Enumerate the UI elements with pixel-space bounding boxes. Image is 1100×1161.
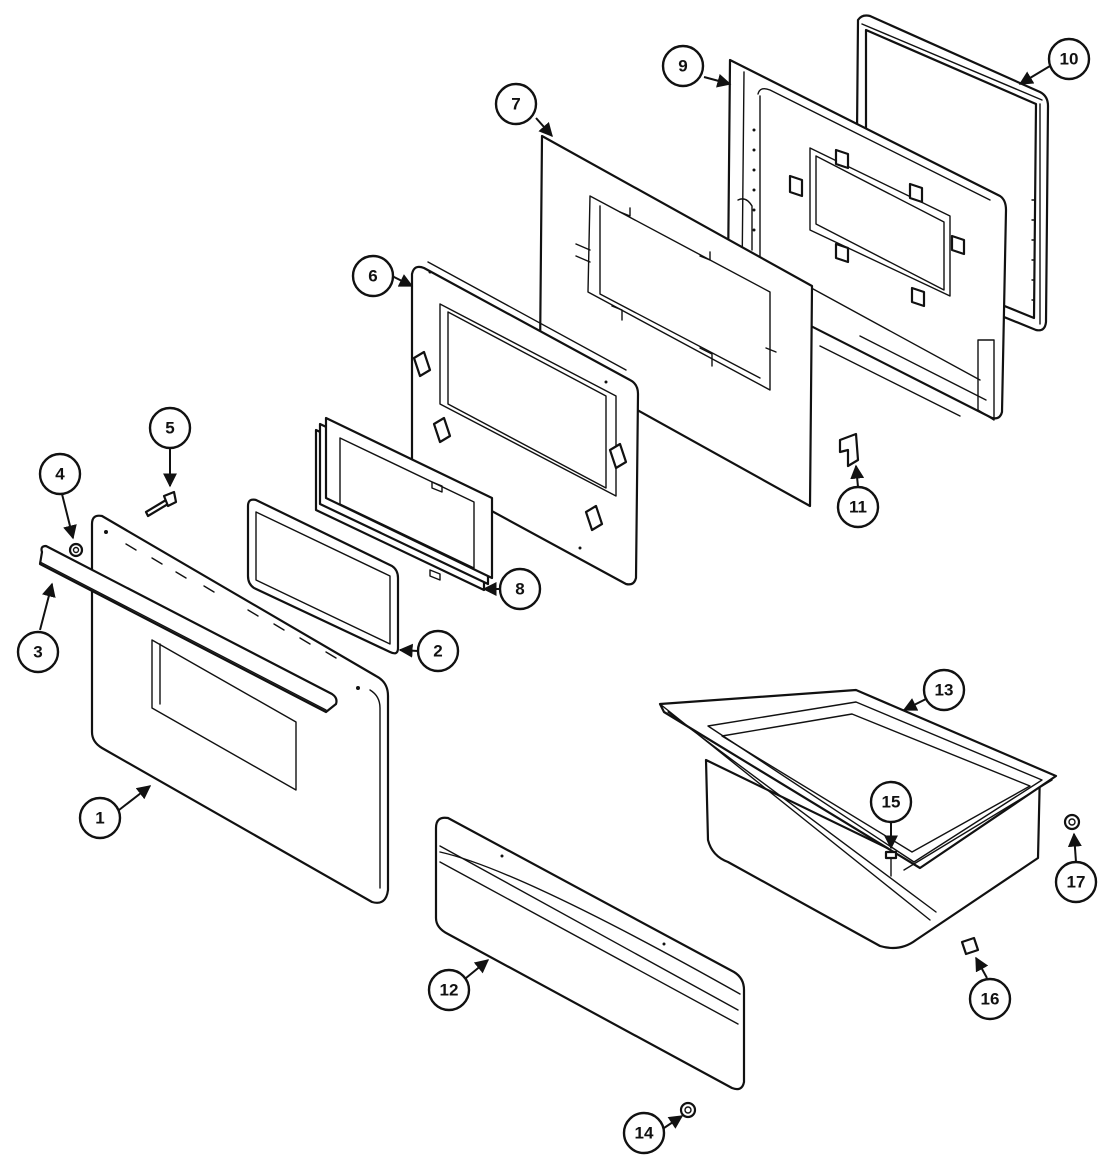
part-13-storage-drawer	[658, 688, 1058, 950]
callout-5-label: 5	[165, 419, 174, 438]
leader-14	[663, 1115, 684, 1129]
part-16-clip	[960, 936, 980, 956]
callout-2-label: 2	[433, 642, 442, 661]
callout-1: 1	[78, 796, 122, 840]
callout-13: 13	[922, 668, 966, 712]
callout-16-label: 16	[981, 990, 1000, 1009]
callout-5: 5	[148, 406, 192, 450]
callout-6-label: 6	[368, 267, 377, 286]
leader-11	[850, 464, 865, 488]
callout-4-label: 4	[55, 465, 65, 484]
callout-4: 4	[38, 452, 82, 496]
part-4-nut	[68, 542, 84, 558]
leader-6	[391, 274, 414, 287]
callout-13-label: 13	[935, 681, 954, 700]
callout-11-label: 11	[849, 498, 867, 517]
callout-16: 16	[968, 977, 1012, 1021]
callout-7-label: 7	[511, 95, 520, 114]
leader-lines	[39, 65, 1082, 1129]
leader-3	[39, 582, 56, 631]
part-7-door-panel	[538, 134, 814, 508]
leader-12	[465, 959, 490, 979]
callout-9: 9	[661, 44, 705, 88]
leader-7	[535, 117, 553, 138]
callout-12: 12	[427, 968, 471, 1012]
leader-2	[398, 643, 419, 658]
callout-15: 15	[869, 780, 913, 824]
callout-1-label: 1	[95, 809, 104, 828]
part-15-screw	[884, 850, 898, 877]
callout-7: 7	[494, 82, 538, 126]
part-14-nut	[679, 1101, 697, 1119]
part-17-bumper	[1063, 813, 1081, 831]
callout-9-label: 9	[678, 57, 687, 76]
callout-15-label: 15	[882, 793, 901, 812]
leader-16	[975, 956, 989, 979]
leader-4	[61, 493, 77, 540]
part-2-window-glass	[246, 498, 400, 655]
leader-1	[118, 785, 152, 811]
leader-13	[902, 698, 927, 711]
part-5-screw	[144, 490, 178, 518]
callout-8: 8	[498, 567, 542, 611]
callout-14: 14	[622, 1111, 666, 1155]
part-12-drawer-front-panel	[434, 816, 746, 1091]
callout-10-label: 10	[1060, 50, 1079, 69]
callout-11: 11	[836, 485, 880, 529]
part-11-clip	[838, 432, 860, 468]
part-3-door-handle	[38, 544, 338, 714]
callout-6: 6	[351, 254, 395, 298]
leader-9	[703, 73, 732, 88]
callout-2: 2	[416, 629, 460, 673]
callout-14-label: 14	[635, 1124, 654, 1143]
callout-10: 10	[1047, 37, 1091, 81]
leader-10	[1018, 65, 1051, 85]
callout-12-label: 12	[440, 981, 459, 1000]
callout-3: 3	[16, 630, 60, 674]
leader-17	[1067, 832, 1082, 863]
callout-17: 17	[1054, 860, 1098, 904]
callout-3-label: 3	[33, 643, 42, 662]
callout-8-label: 8	[515, 580, 524, 599]
callout-17-label: 17	[1067, 873, 1086, 892]
